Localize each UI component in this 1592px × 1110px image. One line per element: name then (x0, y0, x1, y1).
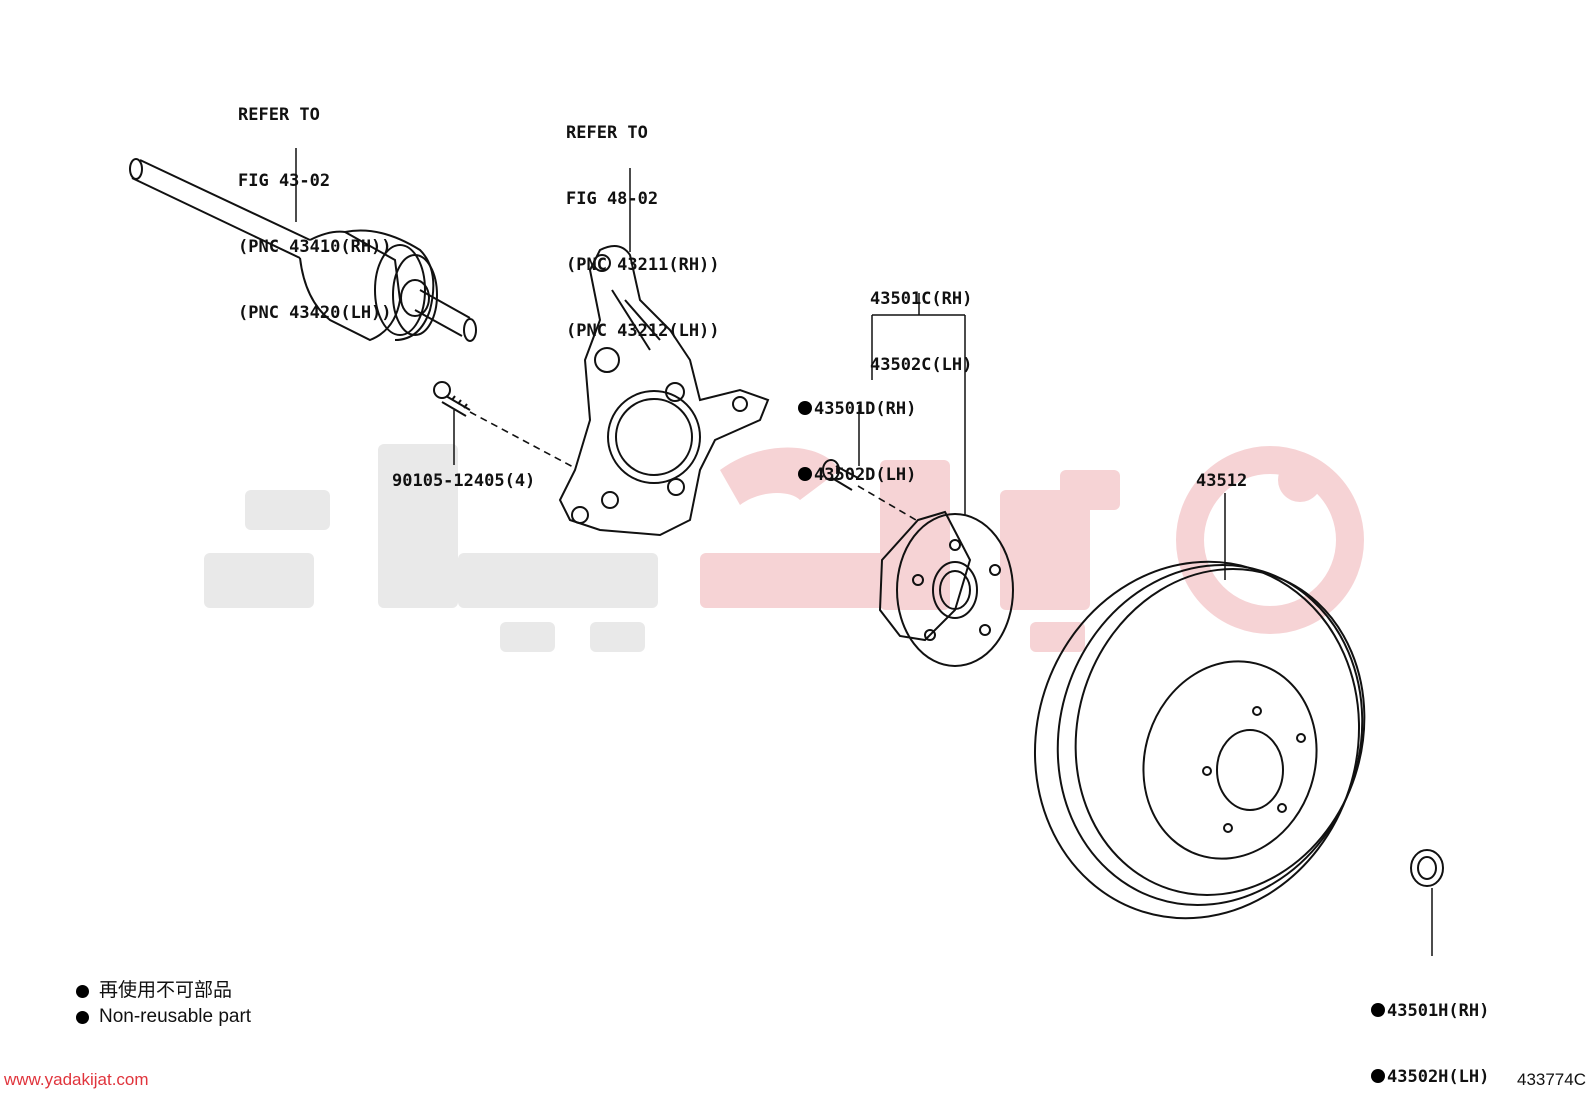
hub-bolt (822, 459, 859, 491)
hub-nut (1410, 849, 1444, 887)
non-reusable-dot (798, 401, 812, 415)
non-reusable-dot (1371, 1069, 1385, 1083)
hub-bolt-label-line: 43502D(LH) (814, 465, 917, 485)
legend-english-text: Non-reusable part (99, 1006, 252, 1027)
hub-assembly (878, 510, 1014, 667)
hub-nut-label: 43501H(RH) 43502H(LH) (1371, 956, 1489, 1110)
watermark-logo (204, 444, 658, 652)
drive-shaft-label-line: FIG 43-02 (238, 171, 331, 191)
hub-assembly-label-line: 43501C(RH) (870, 289, 973, 309)
diagram-code: 433774C (1516, 1070, 1586, 1089)
hub-nut-label-line: 43502H(LH) (1387, 1067, 1490, 1087)
legend: 再使用不可部品 Non-reusable part (76, 978, 251, 1030)
drive-shaft-label-line: (PNC 43410(RH)) (238, 237, 392, 257)
drive-shaft (129, 158, 477, 342)
drive-shaft-label: REFER TO FIG 43-02 (PNC 43410(RH)) (PNC … (238, 60, 392, 346)
steering-knuckle (558, 245, 770, 537)
knuckle-label-line: (PNC 43211(RH)) (566, 255, 720, 275)
legend-row-english: Non-reusable part (76, 1004, 251, 1030)
knuckle-bolt-leader (469, 411, 576, 469)
hub-nut-label-line: 43501H(RH) (1387, 1001, 1490, 1021)
leader-lines (295, 148, 1433, 956)
rotor-label: 43512 (1196, 471, 1248, 491)
hub-bolt-label: 43501D(RH) 43502D(LH) (798, 354, 916, 508)
knuckle-label: REFER TO FIG 48-02 (PNC 43211(RH)) (PNC … (566, 78, 720, 364)
non-reusable-dot (798, 467, 812, 481)
drive-shaft-label-line: REFER TO (238, 105, 320, 125)
legend-dot (76, 1010, 89, 1024)
drive-shaft-label-line: (PNC 43420(LH)) (238, 303, 392, 323)
knuckle-bolt-label: 90105-12405(4) (392, 471, 536, 491)
hub-assembly-label-line: 43502C(LH) (870, 355, 973, 375)
knuckle-bolt (433, 381, 471, 417)
legend-chinese-text: 再使用不可部品 (99, 980, 233, 1001)
knuckle-label-line: FIG 48-02 (566, 189, 659, 209)
knuckle-label-line: REFER TO (566, 123, 648, 143)
hub-bolt-label-line: 43501D(RH) (814, 399, 917, 419)
legend-dot (76, 984, 89, 998)
knuckle-label-line: (PNC 43212(LH)) (566, 321, 720, 341)
brake-rotor (1033, 560, 1366, 920)
non-reusable-dot (1371, 1003, 1385, 1017)
hub-assembly-label: 43501C(RH) 43502C(LH) (870, 244, 972, 398)
legend-row-chinese: 再使用不可部品 (76, 978, 251, 1004)
website-link[interactable]: www.yadakijat.com (4, 1070, 149, 1089)
